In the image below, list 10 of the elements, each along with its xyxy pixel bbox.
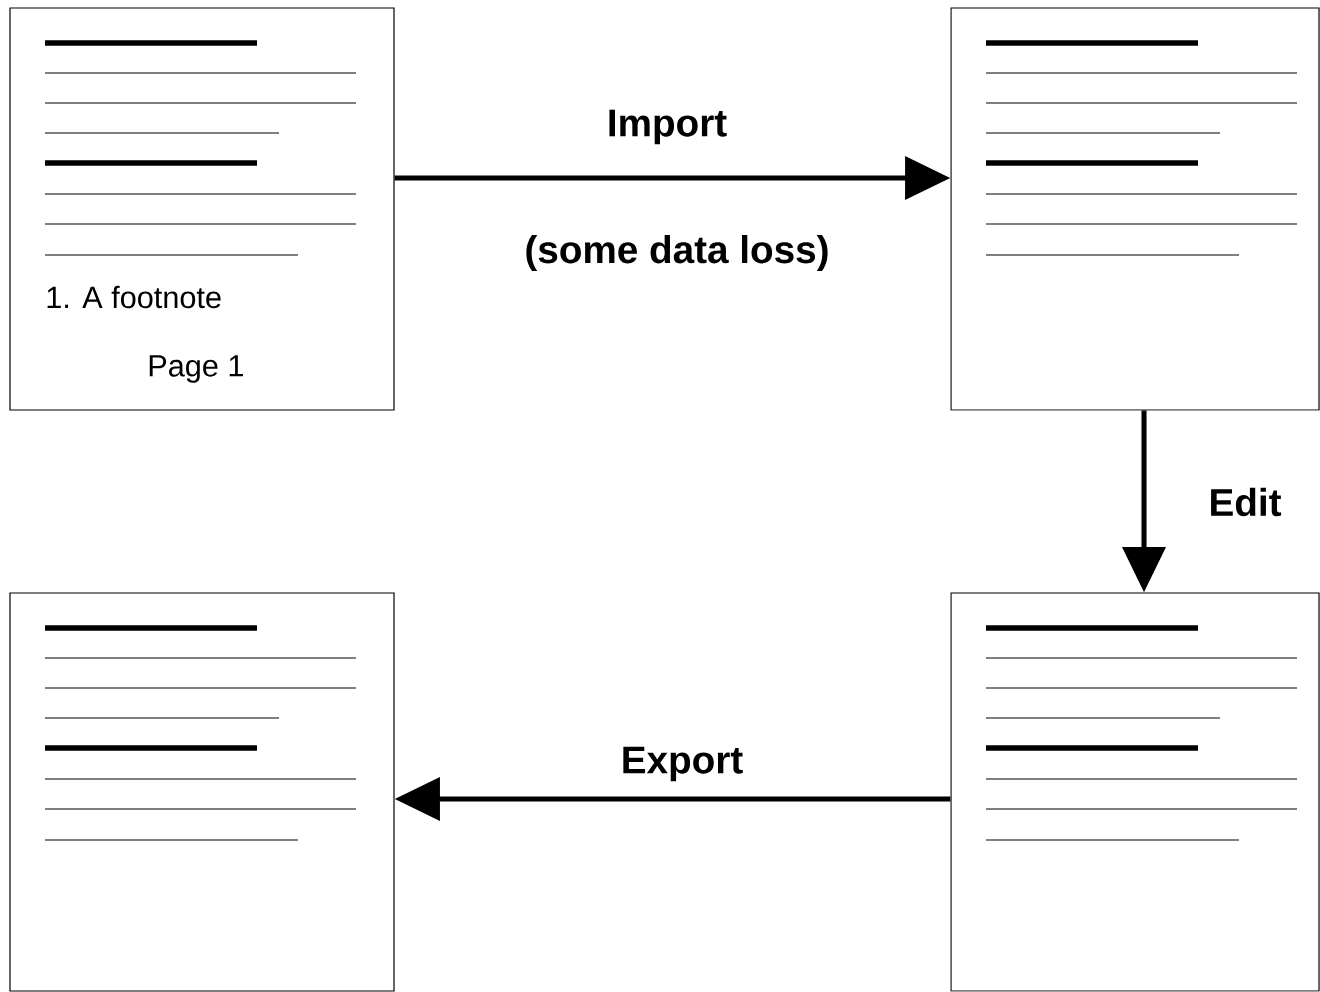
page-box	[950, 592, 1320, 992]
edge-label: Edit	[1211, 487, 1282, 517]
page-box	[9, 592, 395, 992]
edge-label: Export	[623, 746, 743, 782]
edge-note: (some data loss)	[526, 235, 828, 272]
page-box	[9, 7, 395, 411]
page-number: Page 1	[149, 355, 243, 383]
footnote: 1. A footnote	[47, 285, 221, 309]
edge-label: Import	[609, 109, 727, 145]
page-box	[950, 7, 1320, 411]
